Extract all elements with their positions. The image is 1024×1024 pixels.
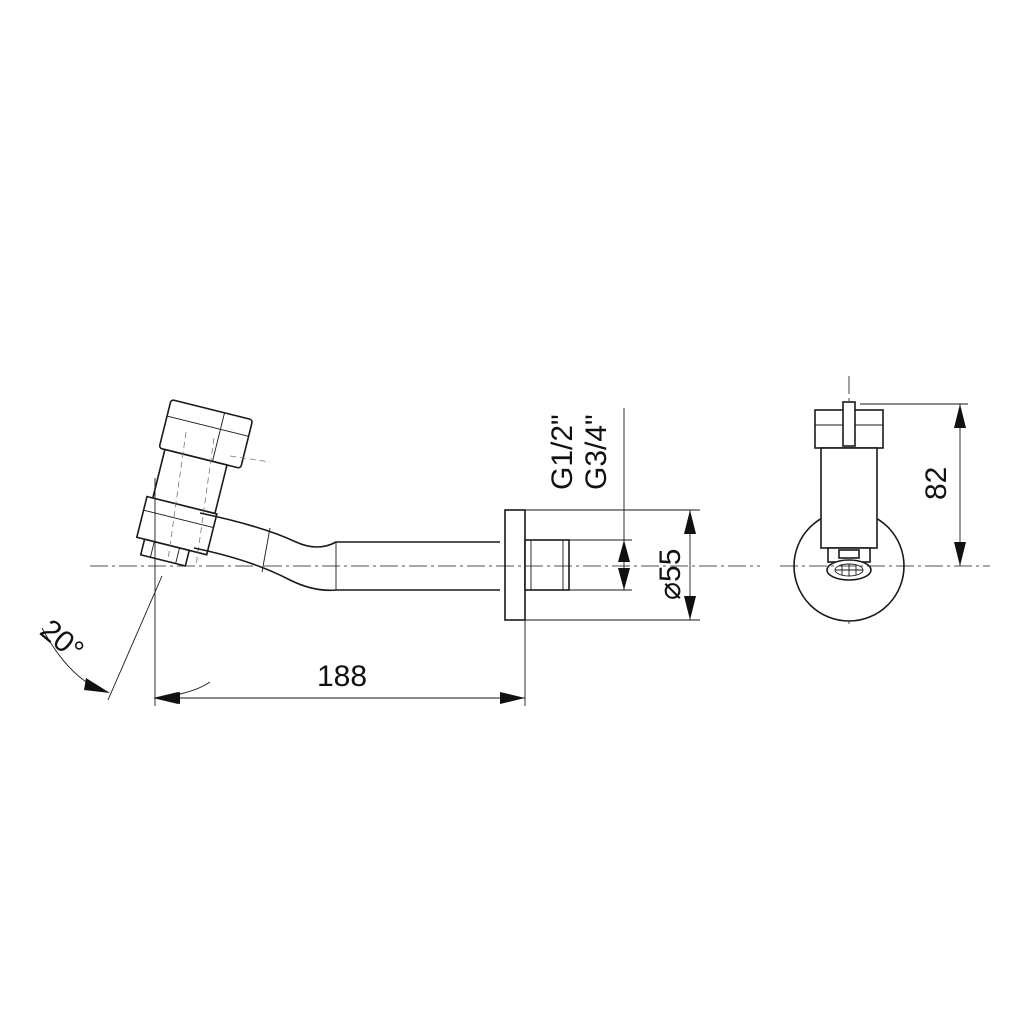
- length-dimension: 188: [155, 620, 526, 706]
- thread-dimension: G1/2" G3/4": [546, 408, 632, 591]
- rosette-diameter-label: ⌀55: [654, 549, 687, 600]
- height-dimension: 82: [860, 403, 968, 566]
- height-label: 82: [920, 467, 953, 500]
- front-view: [780, 376, 990, 624]
- angle-label: 20°: [34, 613, 90, 667]
- rosette-diameter-dimension: ⌀55: [525, 509, 700, 621]
- thread-outer-label: G3/4": [580, 414, 613, 490]
- length-label: 188: [317, 660, 367, 693]
- thread-inner-label: G1/2": [546, 414, 579, 490]
- side-view-spout: [135, 399, 570, 621]
